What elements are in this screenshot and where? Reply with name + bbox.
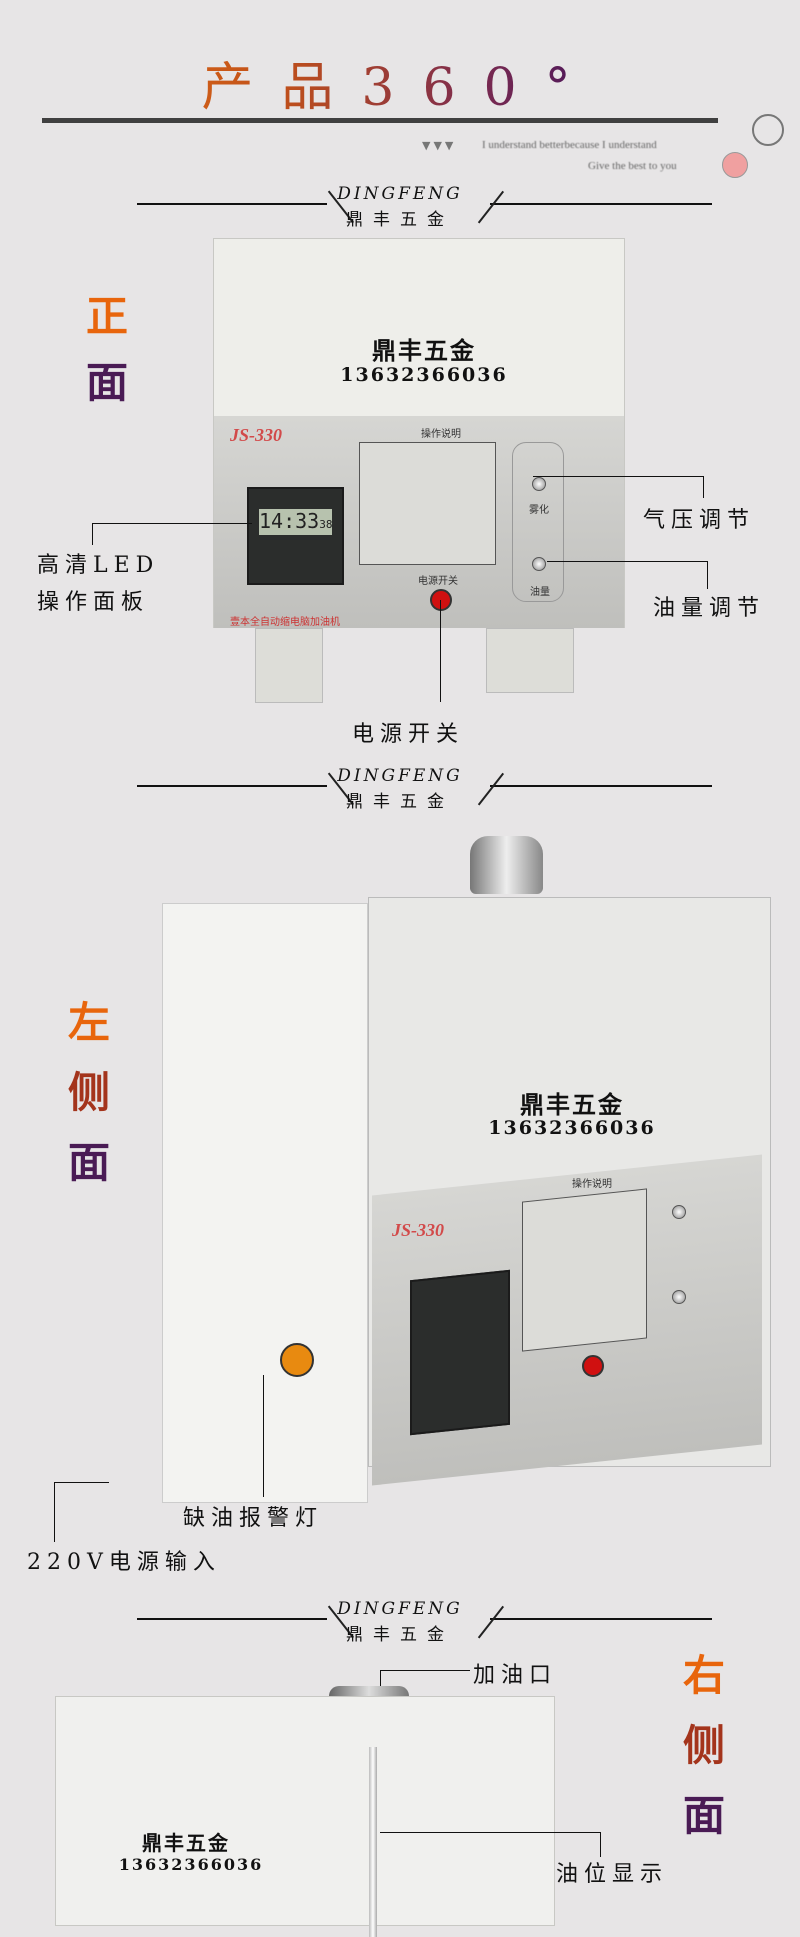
led-label-1: 高清LED	[37, 553, 160, 578]
view-label: 侧	[683, 1721, 726, 1770]
product-front-image: 鼎丰五金 13632366036 JS-330 操作说明 14:3338 电源开…	[213, 238, 625, 628]
timer-controller: 14:3338	[247, 487, 344, 585]
view-label: 面	[683, 1791, 726, 1840]
instructions-table	[359, 442, 496, 565]
instructions-table	[522, 1188, 647, 1352]
view-label: 左	[68, 998, 111, 1047]
power-switch-button[interactable]	[582, 1355, 604, 1377]
title-divider	[42, 118, 718, 123]
oil-adjust-label: 油量调节	[653, 596, 766, 621]
section-header: DINGFENG 鼎丰五金	[0, 766, 800, 835]
watermark-name: 鼎丰五金	[372, 336, 476, 365]
watermark-name: 鼎丰五金	[142, 1831, 230, 1855]
section-header: DINGFENG 鼎丰五金	[0, 1599, 800, 1668]
triangle-arrows-icon: ▼▼▼	[422, 139, 457, 152]
air-knob[interactable]	[672, 1205, 686, 1219]
power-panel-label: 电源开关	[418, 576, 458, 587]
low-oil-alarm-label: 缺油报警灯	[183, 1506, 324, 1531]
foot	[255, 628, 323, 703]
product-right-image: 鼎丰五金 13632366036	[55, 1696, 555, 1937]
power-switch-button[interactable]	[430, 589, 452, 611]
view-label: 面	[68, 1138, 111, 1187]
air-knob[interactable]	[532, 477, 546, 491]
led-label-2: 操作面板	[37, 590, 150, 615]
lcd-seconds: 38	[319, 518, 333, 531]
watermark-name: 鼎丰五金	[520, 1090, 624, 1119]
oil-level-label: 油位显示	[556, 1862, 669, 1887]
watermark-phone: 13632366036	[488, 1117, 656, 1139]
instructions-title: 操作说明	[572, 1179, 612, 1190]
fill-cap	[470, 836, 543, 894]
brand-en: DINGFENG	[337, 184, 463, 204]
view-label: 侧	[68, 1068, 111, 1117]
control-recess	[512, 442, 564, 602]
page-title: 产品360°	[0, 45, 800, 120]
foot	[486, 628, 574, 693]
brand-cn: 鼎丰五金	[346, 1625, 454, 1645]
tagline-line2: Give the best to you	[588, 160, 677, 172]
lcd-time: 14:33	[259, 509, 320, 533]
brand-cn: 鼎丰五金	[346, 792, 454, 812]
bottom-text: 壹本全自动缩电脑加油机	[230, 617, 340, 628]
oil-level-tube	[369, 1747, 377, 1937]
timer-controller	[410, 1269, 510, 1436]
pink-circle-decoration	[722, 152, 748, 178]
view-label: 右	[683, 1651, 726, 1700]
oil-knob[interactable]	[532, 557, 546, 571]
view-label: 面	[86, 358, 129, 407]
air-pressure-label: 气压调节	[643, 508, 756, 533]
power-switch-label: 电源开关	[352, 722, 465, 747]
alarm-lamp	[280, 1343, 314, 1377]
model-label: JS-330	[230, 425, 283, 445]
brand-en: DINGFENG	[337, 766, 463, 786]
watermark-phone: 13632366036	[340, 364, 508, 386]
brand-cn: 鼎丰五金	[346, 210, 454, 230]
section-header: DINGFENG 鼎丰五金	[0, 184, 800, 253]
view-label: 正	[86, 292, 129, 341]
watermark-phone: 13632366036	[118, 1855, 264, 1874]
oil-knob[interactable]	[672, 1290, 686, 1304]
power-input-label: 220V电源输入	[27, 1550, 221, 1575]
model-label: JS-330	[392, 1220, 445, 1240]
oil-panel-label: 油量	[530, 587, 550, 598]
product-left-image: 鼎丰五金 13632366036 JS-330 操作说明	[162, 885, 771, 1510]
fill-port-label: 加油口	[473, 1663, 558, 1688]
atomize-label: 雾化	[529, 505, 549, 516]
brand-en: DINGFENG	[337, 1599, 463, 1619]
outline-circle-decoration	[752, 114, 784, 146]
instructions-title: 操作说明	[421, 429, 461, 440]
tagline-line1: I understand betterbecause I understand	[482, 139, 657, 151]
